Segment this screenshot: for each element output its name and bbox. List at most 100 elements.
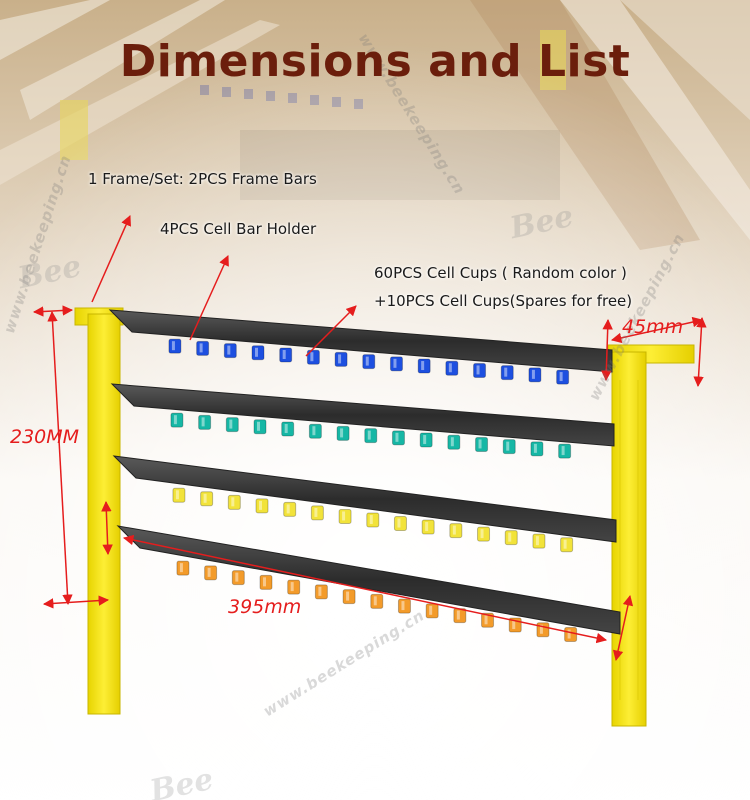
cell-cup-highlight bbox=[203, 493, 207, 503]
cell-cup bbox=[168, 338, 182, 354]
cell-cup-highlight bbox=[508, 532, 512, 542]
cell-cup-highlight bbox=[231, 497, 235, 507]
cell-cup-highlight bbox=[312, 426, 316, 436]
cell-cup bbox=[255, 498, 269, 514]
cell-cup-highlight bbox=[284, 423, 288, 433]
cell-cup-highlight bbox=[452, 525, 456, 535]
cell-cup-highlight bbox=[346, 591, 350, 601]
label-cell-bar-holder: 4PCS Cell Bar Holder bbox=[160, 220, 317, 238]
cell-cup-highlight bbox=[429, 605, 433, 615]
cell-cup-highlight bbox=[559, 372, 563, 382]
cell-cup bbox=[225, 417, 239, 433]
dimension-width-top: 45mm bbox=[622, 316, 684, 338]
cell-cup bbox=[475, 436, 489, 452]
cell-cup bbox=[283, 501, 297, 517]
cell-cup bbox=[306, 349, 320, 365]
cell-cup-highlight bbox=[531, 369, 535, 379]
cell-cup bbox=[170, 412, 184, 428]
label-spare-cups: +10PCS Cell Cups(Spares for free) bbox=[374, 292, 633, 310]
cell-cup-highlight bbox=[282, 349, 286, 359]
cell-cup-highlight bbox=[421, 361, 425, 371]
cell-cup-highlight bbox=[207, 567, 211, 577]
cell-cup-highlight bbox=[397, 518, 401, 528]
cell-bar bbox=[110, 383, 615, 447]
cell-cup-highlight bbox=[342, 511, 346, 521]
cell-cup-highlight bbox=[263, 577, 266, 587]
cell-cup-highlight bbox=[476, 365, 480, 375]
cell-cup bbox=[310, 505, 324, 521]
cell-bar bbox=[112, 455, 617, 543]
cell-cup-highlight bbox=[318, 586, 322, 596]
cell-cup bbox=[393, 516, 407, 532]
cell-cup-highlight bbox=[504, 367, 508, 377]
cell-cup-highlight bbox=[199, 343, 203, 353]
cell-cup bbox=[391, 430, 405, 446]
cell-cup bbox=[558, 443, 572, 459]
cell-cup-highlight bbox=[286, 504, 290, 514]
cell-cup bbox=[251, 345, 265, 361]
cell-cup bbox=[223, 343, 237, 359]
cell-cup-highlight bbox=[395, 432, 399, 442]
cell-cup-highlight bbox=[563, 539, 567, 549]
cell-cup-highlight bbox=[480, 529, 484, 539]
cell-cup-highlight bbox=[290, 582, 294, 592]
cell-cup-highlight bbox=[255, 347, 258, 357]
callout-arrows bbox=[91, 215, 357, 357]
cell-cup bbox=[338, 508, 352, 524]
cell-cup-highlight bbox=[310, 352, 314, 362]
cell-cup bbox=[502, 439, 516, 455]
cell-cup bbox=[473, 362, 487, 378]
cell-cup bbox=[253, 419, 267, 435]
cell-cup-highlight bbox=[367, 430, 371, 440]
cell-cup-highlight bbox=[340, 428, 344, 438]
cell-cup-highlight bbox=[450, 437, 454, 447]
cell-cup-highlight bbox=[533, 443, 537, 453]
cell-cup bbox=[227, 494, 241, 510]
page-title: Dimensions and List bbox=[119, 36, 631, 87]
cell-cup-highlight bbox=[201, 417, 205, 427]
cell-cup bbox=[281, 421, 295, 437]
cell-cup bbox=[389, 356, 403, 372]
cell-cup-highlight bbox=[456, 610, 460, 620]
cell-cup-highlight bbox=[561, 446, 565, 456]
cell-cup bbox=[279, 347, 293, 363]
cell-cup-highlight bbox=[257, 421, 260, 431]
cell-cup bbox=[445, 360, 459, 376]
cell-cup-highlight bbox=[373, 596, 377, 606]
cell-cup bbox=[447, 434, 461, 450]
cell-cup-highlight bbox=[235, 572, 239, 582]
cell-cup bbox=[500, 365, 514, 381]
label-frame-set: 1 Frame/Set: 2PCS Frame Bars bbox=[88, 170, 317, 188]
cell-cup bbox=[419, 432, 433, 448]
cell-cup-highlight bbox=[259, 500, 262, 510]
dimension-length: 395mm bbox=[228, 596, 302, 618]
cell-cup bbox=[336, 425, 350, 441]
cell-cup bbox=[366, 512, 380, 528]
label-cell-cups: 60PCS Cell Cups ( Random color ) bbox=[374, 264, 627, 282]
cell-cup-highlight bbox=[171, 341, 175, 351]
cell-cup bbox=[200, 491, 214, 507]
cell-cup-highlight bbox=[227, 345, 231, 355]
cell-cup-highlight bbox=[393, 358, 397, 368]
cell-cup-highlight bbox=[401, 601, 405, 611]
cell-cup bbox=[364, 428, 378, 444]
cell-cup bbox=[308, 423, 322, 439]
dimension-lines bbox=[32, 305, 707, 662]
cell-cup-highlight bbox=[423, 435, 427, 445]
cell-cup-highlight bbox=[179, 563, 183, 573]
cell-cup-highlight bbox=[535, 536, 539, 546]
cell-cup bbox=[362, 354, 376, 370]
cell-cup bbox=[421, 519, 435, 535]
cell-cup-highlight bbox=[365, 356, 369, 366]
cell-cup bbox=[417, 358, 431, 374]
cell-cup-highlight bbox=[173, 415, 177, 425]
cell-cup-highlight bbox=[369, 514, 373, 524]
dimension-height: 230MM bbox=[10, 426, 80, 448]
cell-cup-highlight bbox=[484, 615, 488, 625]
cell-cup bbox=[198, 414, 212, 430]
cell-cup-highlight bbox=[425, 522, 429, 532]
cell-cup bbox=[196, 340, 210, 356]
cell-cup-highlight bbox=[448, 363, 452, 373]
